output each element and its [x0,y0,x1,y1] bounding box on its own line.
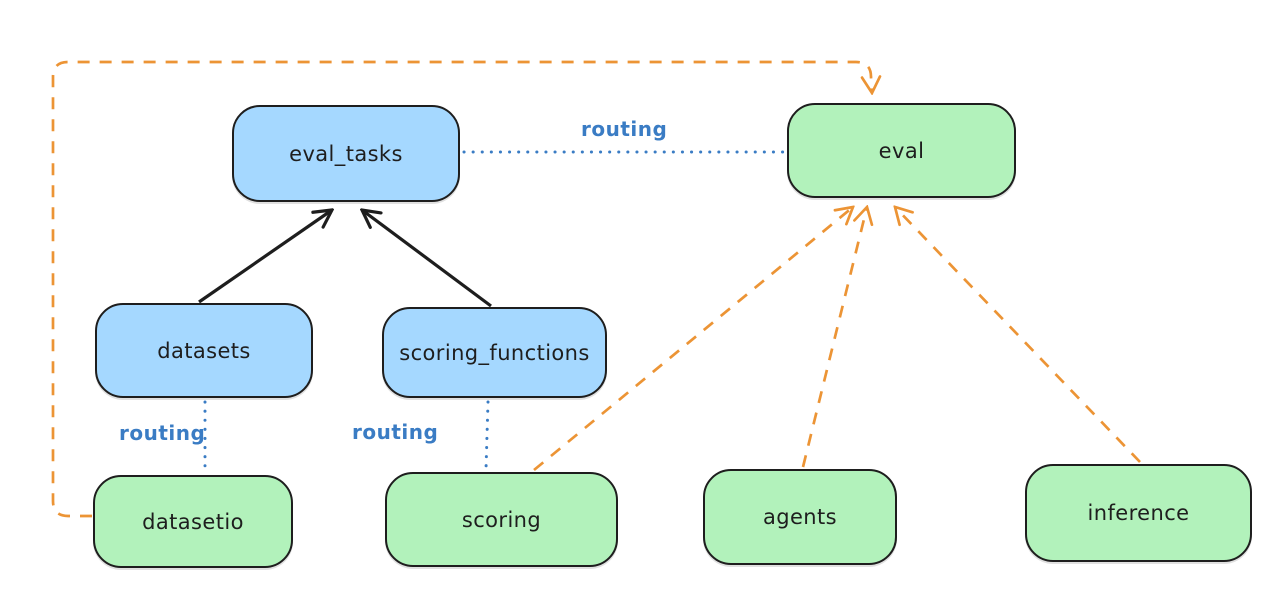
node-scoring_functions-label: scoring_functions [399,340,590,365]
edge-routing-scoring_functions-scoring [484,400,490,471]
node-scoring_functions: scoring_functions [382,307,607,398]
edge-agents-to-eval [801,207,867,468]
node-eval_tasks: eval_tasks [232,105,460,202]
node-datasetio: datasetio [93,475,293,568]
node-scoring-label: scoring [461,507,542,532]
edge-label-routing-eval_tasks-eval: routing [581,117,668,141]
node-inference-label: inference [1087,501,1190,525]
node-inference: inference [1025,464,1252,562]
edge-scoring_functions-to-eval_tasks [362,210,492,308]
node-agents: agents [703,469,897,565]
node-datasetio-label: datasetio [142,509,244,534]
edge-scoring-to-eval [533,207,853,472]
node-scoring: scoring [385,472,618,567]
node-agents-label: agents [762,505,837,529]
node-datasets-label: datasets [157,338,251,363]
edge-label-routing-scoring_functions-scoring: routing [352,420,439,444]
node-eval_tasks-label: eval_tasks [289,141,403,166]
node-eval-label: eval [878,138,925,163]
edge-datasets-to-eval_tasks [198,210,332,304]
node-datasets: datasets [95,303,313,398]
edge-label-routing-datasets-datasetio: routing [119,421,206,445]
node-eval: eval [787,103,1016,198]
edge-datasetio-to-eval-around [51,60,872,518]
edge-inference-to-eval [895,207,1141,463]
